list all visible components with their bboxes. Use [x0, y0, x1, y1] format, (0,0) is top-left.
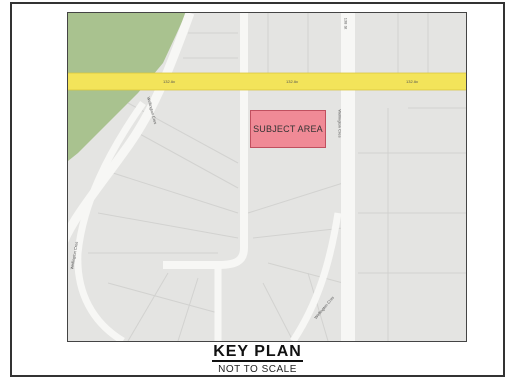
map-graphics [68, 13, 466, 341]
subject-area-label: SUBJECT AREA [253, 124, 323, 134]
roads [68, 13, 355, 341]
key-plan-title-text: KEY PLAN [212, 343, 303, 362]
street-label-avenue-east: 132 Av [406, 79, 419, 84]
street-label-north-south-top: 138 St [343, 17, 349, 30]
subject-area: SUBJECT AREA [250, 110, 326, 148]
not-to-scale-note: NOT TO SCALE [218, 364, 297, 375]
drawing-sheet: 132 Av 132 Av 132 Av 138 St Wellington C… [10, 2, 505, 377]
street-label-avenue-west: 132 Av [163, 79, 176, 84]
curve-street-southeast [290, 212, 342, 341]
street-label-north-south: Wellington Cres [337, 109, 343, 138]
key-plan-map: 132 Av 132 Av 132 Av 138 St Wellington C… [67, 12, 467, 342]
lot-lines [88, 13, 466, 341]
highlighted-avenue [68, 73, 466, 90]
curve-street-west [68, 13, 195, 243]
inner-loop-street [163, 13, 248, 269]
curve-street-southwest [74, 100, 146, 341]
street-label-avenue-center: 132 Av [286, 79, 299, 84]
key-plan-title: KEY PLAN [12, 343, 503, 362]
